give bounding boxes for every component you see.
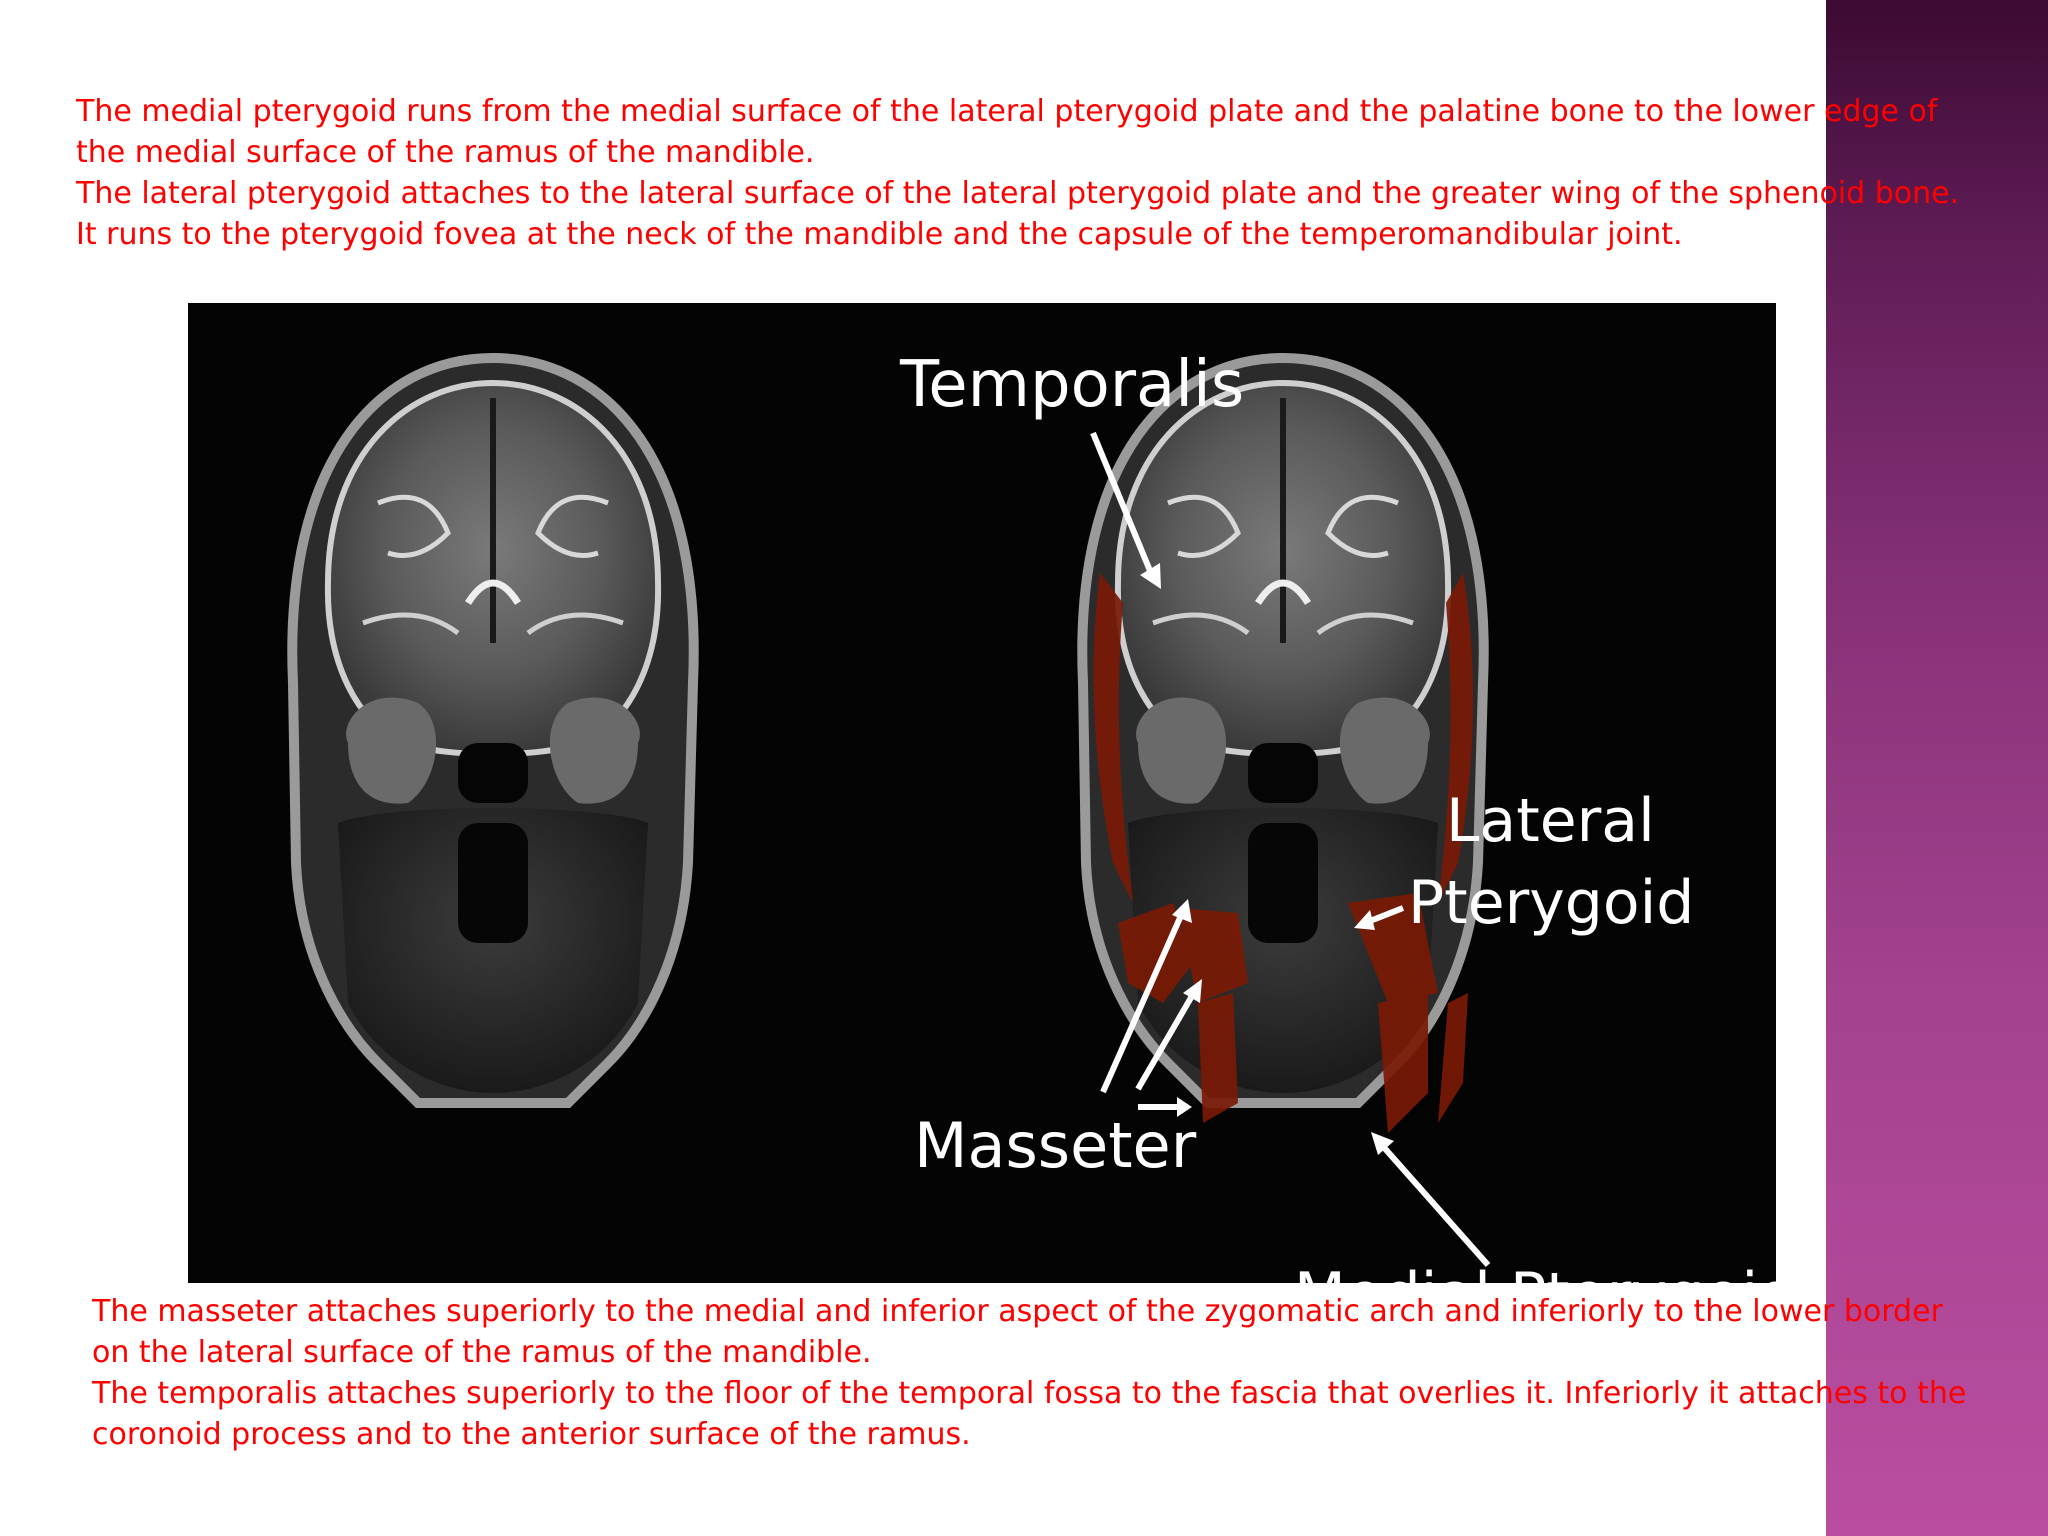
masseter-arrow-head-1 xyxy=(1172,899,1192,923)
label-temporalis: Temporalis xyxy=(899,348,1244,422)
decorative-side-band xyxy=(1826,0,2048,1536)
masseter-arrow-head-3 xyxy=(1177,1097,1192,1117)
top-paragraph-line: It runs to the pterygoid fovea at the ne… xyxy=(76,217,1683,252)
mri-left-unlabeled xyxy=(287,352,699,1108)
top-paragraph-line: the medial surface of the ramus of the m… xyxy=(76,135,815,170)
label-lateral-pterygoid-line2: Pterygoid xyxy=(1408,868,1694,938)
top-paragraph-line: The medial pterygoid runs from the media… xyxy=(76,94,1938,129)
lateral-pterygoid-arrow-head xyxy=(1354,910,1375,930)
masseter-arrow-2 xyxy=(1135,987,1199,1091)
top-paragraph: The medial pterygoid runs from the media… xyxy=(76,91,1959,255)
bottom-paragraph-line: on the lateral surface of the ramus of t… xyxy=(92,1335,872,1370)
temporalis-arrow xyxy=(1090,431,1156,580)
bottom-paragraph-line: The masseter attaches superiorly to the … xyxy=(92,1294,1943,1329)
mri-figure-svg: Temporalis Lateral Pterygoid Masseter Me… xyxy=(287,348,1776,1283)
bottom-paragraph-line: coronoid process and to the anterior sur… xyxy=(92,1417,971,1452)
mri-figure: Temporalis Lateral Pterygoid Masseter Me… xyxy=(188,303,1776,1283)
top-paragraph-line: The lateral pterygoid attaches to the la… xyxy=(76,176,1960,211)
lateral-pterygoid-arrow xyxy=(1368,905,1405,924)
label-masseter: Masseter xyxy=(914,1109,1197,1182)
bottom-paragraph-line: The temporalis attaches superiorly to th… xyxy=(92,1376,1967,1411)
masseter-arrow-1 xyxy=(1100,909,1186,1094)
label-lateral-pterygoid-line1: Lateral xyxy=(1446,786,1655,856)
medial-pterygoid-arrow xyxy=(1377,1141,1491,1267)
mri-right-labeled: Temporalis Lateral Pterygoid Masseter Me… xyxy=(899,348,1776,1283)
medial-pterygoid-arrow-head xyxy=(1371,1132,1394,1155)
temporalis-arrow-head xyxy=(1140,563,1161,589)
label-medial-pterygoid-clipped: Medial Pterygoid xyxy=(1294,1260,1776,1283)
masseter-arrow-head-2 xyxy=(1183,979,1202,1003)
label-arrows xyxy=(1090,431,1491,1267)
muscle-overlay xyxy=(1093,573,1474,1133)
bottom-paragraph: The masseter attaches superiorly to the … xyxy=(92,1291,1966,1455)
